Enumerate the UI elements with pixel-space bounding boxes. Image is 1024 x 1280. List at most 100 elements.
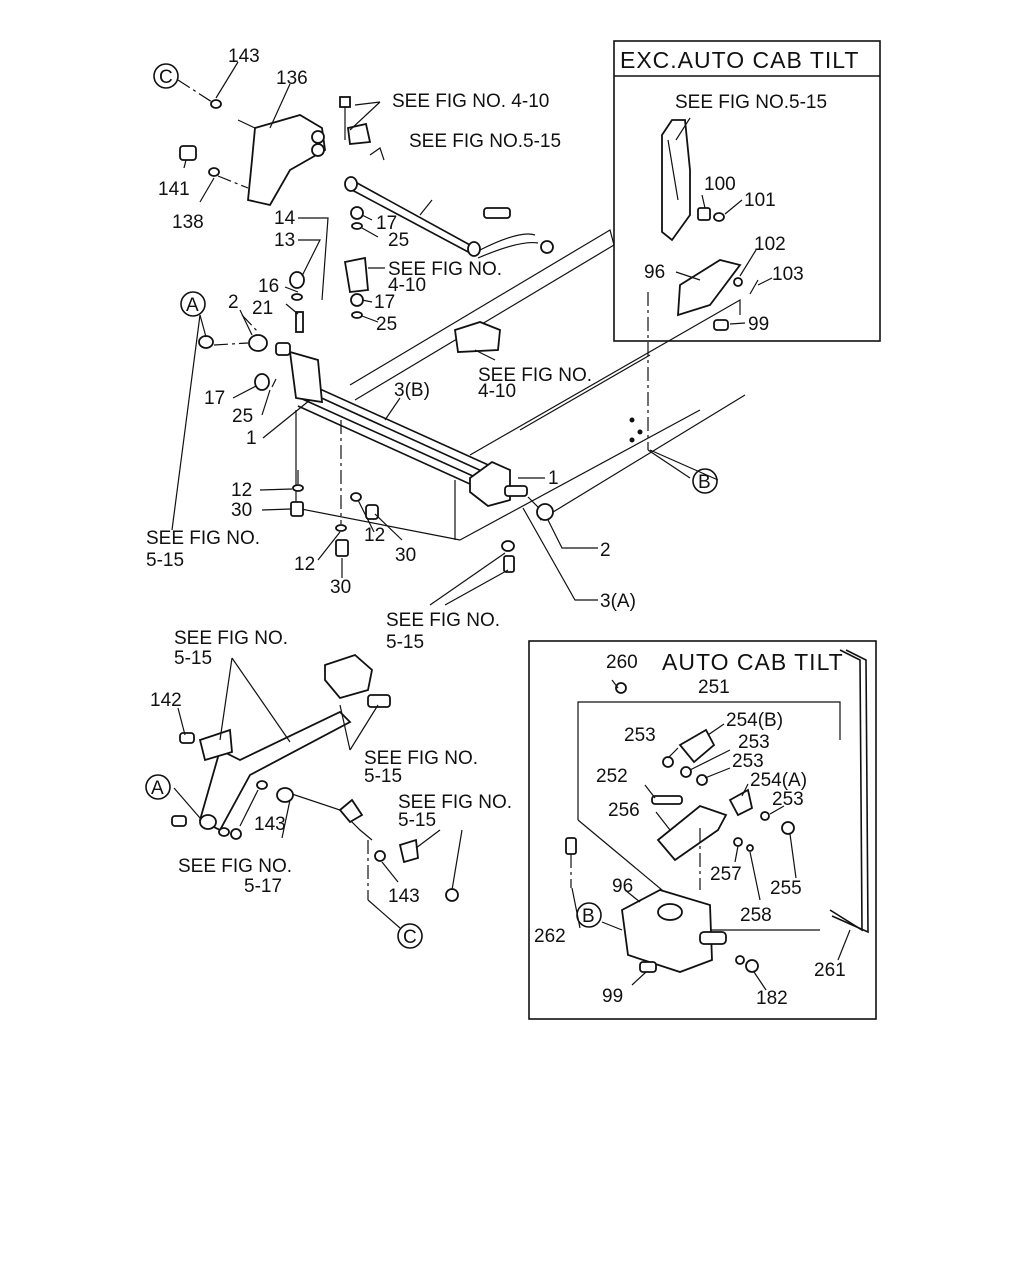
label-14: 14 [274, 208, 296, 229]
label-99: 99 [602, 986, 623, 1007]
label-143: 143 [228, 46, 260, 67]
label-253: 253 [738, 732, 770, 753]
label-16: 16 [258, 276, 279, 297]
ref-fig-5-17: SEE FIG NO. [178, 856, 292, 877]
label-256: 256 [608, 800, 640, 821]
ref-fig-4-10-frame: SEE FIG NO. [478, 365, 592, 386]
svg-text:4-10: 4-10 [478, 381, 516, 402]
ref-fig-5-15-bottom: SEE FIG NO. [386, 610, 500, 631]
label-262: 262 [534, 926, 566, 947]
ref-fig-5-15-lower-right: SEE FIG NO. [398, 792, 512, 813]
exc-auto-panel-title: EXC.AUTO CAB TILT [620, 47, 859, 73]
label-2: 2 [228, 292, 239, 313]
label-12: 12 [294, 554, 315, 575]
svg-text:4-10: 4-10 [388, 275, 426, 296]
svg-text:5-17: 5-17 [244, 876, 282, 897]
bolts-and-nuts-under-frame [290, 420, 379, 557]
svg-text:A: A [151, 778, 164, 799]
ref-fig-5-15-top: SEE FIG NO.5-15 [409, 131, 561, 152]
svg-text:5-15: 5-15 [386, 632, 424, 653]
svg-text:C: C [403, 927, 417, 948]
svg-text:B: B [698, 472, 711, 493]
label-12: 12 [364, 525, 385, 546]
label-2: 2 [600, 540, 611, 561]
label-252: 252 [596, 766, 628, 787]
torsion-link-rod [339, 96, 554, 259]
label-253: 253 [772, 789, 804, 810]
svg-text:C: C [159, 67, 173, 88]
label-100: 100 [704, 174, 736, 195]
label-102: 102 [754, 234, 786, 255]
ref-fig-5-15-lower-mid: SEE FIG NO. [364, 748, 478, 769]
callout-b-right: B [692, 468, 718, 494]
label-17: 17 [374, 292, 395, 313]
label-30: 30 [231, 500, 252, 521]
torsion-bar-3b [297, 379, 498, 495]
label-13: 13 [274, 230, 295, 251]
label-254b: 254(B) [726, 710, 783, 731]
label-257: 257 [710, 864, 742, 885]
svg-text:5-15: 5-15 [174, 648, 212, 669]
ref-fig-4-10-mid: SEE FIG NO. [388, 259, 502, 280]
callout-a-left: A [180, 291, 206, 317]
left-bracket-assembly [198, 271, 324, 404]
ref-fig-5-15-left: SEE FIG NO. [146, 528, 260, 549]
label-30: 30 [395, 545, 416, 566]
auto-panel-title: AUTO CAB TILT [662, 649, 844, 675]
leader-lines [171, 61, 851, 991]
label-143: 143 [254, 814, 286, 835]
lower-link-assembly [171, 653, 459, 929]
label-253: 253 [732, 751, 764, 772]
right-bracket-assembly [469, 460, 554, 573]
part-number-labels: 143 136 141 138 14 13 16 2 21 17 25 17 2… [150, 46, 846, 1009]
svg-text:5-15: 5-15 [364, 766, 402, 787]
ref-fig-4-10-top: SEE FIG NO. 4-10 [392, 91, 549, 112]
label-17: 17 [204, 388, 225, 409]
label-254a: 254(A) [750, 770, 807, 791]
label-96: 96 [644, 262, 665, 283]
svg-text:5-15: 5-15 [398, 810, 436, 831]
label-141: 141 [158, 179, 190, 200]
figure-references: SEE FIG NO. 4-10 SEE FIG NO.5-15 SEE FIG… [146, 91, 827, 897]
callout-c-top: C [153, 63, 179, 89]
auto-cab-tilt-parts [565, 649, 869, 973]
exc-auto-cab-tilt-panel: EXC.AUTO CAB TILT [613, 40, 881, 342]
label-261: 261 [814, 960, 846, 981]
callout-c-lower: C [397, 923, 423, 949]
callout-a-lower: A [145, 774, 171, 800]
label-25: 25 [388, 230, 409, 251]
label-3b: 3(B) [394, 380, 430, 401]
label-17: 17 [376, 213, 397, 234]
label-96: 96 [612, 876, 633, 897]
label-138: 138 [172, 212, 204, 233]
upper-hinge-bracket-136 [177, 79, 326, 207]
label-12: 12 [231, 480, 252, 501]
ref-fig-5-15-lower: SEE FIG NO. [174, 628, 288, 649]
center-mount-bracket [343, 206, 501, 353]
callout-b-auto: B [576, 902, 602, 928]
label-182: 182 [756, 988, 788, 1009]
auto-cab-tilt-panel: AUTO CAB TILT [528, 640, 877, 1020]
exc-auto-cab-tilt-parts [647, 119, 759, 479]
label-260: 260 [606, 652, 638, 673]
label-25: 25 [232, 406, 253, 427]
label-3a: 3(A) [600, 591, 636, 612]
label-258: 258 [740, 905, 772, 926]
label-101: 101 [744, 190, 776, 211]
label-255: 255 [770, 878, 802, 899]
label-1: 1 [548, 468, 559, 489]
label-99: 99 [748, 314, 769, 335]
label-30: 30 [330, 577, 351, 598]
ref-fig-5-15-exc: SEE FIG NO.5-15 [675, 92, 827, 113]
label-136: 136 [276, 68, 308, 89]
label-143: 143 [388, 886, 420, 907]
label-21: 21 [252, 298, 273, 319]
label-253: 253 [624, 725, 656, 746]
label-251: 251 [698, 677, 730, 698]
label-25: 25 [376, 314, 397, 335]
svg-text:B: B [582, 906, 595, 927]
label-142: 142 [150, 690, 182, 711]
svg-text:A: A [186, 295, 199, 316]
label-103: 103 [772, 264, 804, 285]
